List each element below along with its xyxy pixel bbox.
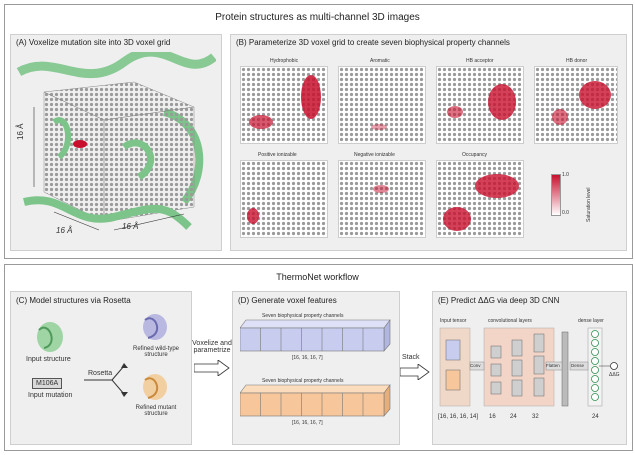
top-title: Protein structures as multi-channel 3D i… <box>215 12 420 23</box>
voxel-grid-illustration <box>16 52 216 231</box>
panel-b-label: (B) Parameterize 3D voxel grid to create… <box>236 38 510 47</box>
panel-e-label: (E) Predict ΔΔG via deep 3D CNN <box>438 296 560 305</box>
bottom-title: ThermoNet workflow <box>276 272 359 282</box>
colorbar-max: 1.0 <box>562 172 569 178</box>
input-structure-icon <box>37 322 63 352</box>
rosetta-label: Rosetta <box>88 370 113 377</box>
channel-label-hb-acceptor: HB acceptor <box>466 58 494 64</box>
dim-left-label: 16 Å <box>16 123 25 140</box>
top-shape-label: [16, 16, 16, 7] <box>292 355 323 361</box>
mutation-box: M106A <box>32 378 63 389</box>
panel-c-label: (C) Model structures via Rosetta <box>16 296 131 305</box>
stack-label: Stack <box>402 354 420 361</box>
refined-mut-icon <box>143 374 167 400</box>
voxelize-arrow <box>194 360 230 376</box>
channel-cube-positive-ionizable <box>240 160 328 238</box>
dim-bottom-label: 16 Å <box>56 226 73 235</box>
conv-op-label: Conv <box>470 363 481 368</box>
voxelize-label: Voxelize and parametrize <box>192 340 232 354</box>
panel-d-label: (D) Generate voxel features <box>238 296 337 305</box>
input-shape-label: [16, 16, 16, 14] <box>438 414 479 420</box>
dense-size: 24 <box>592 414 599 420</box>
channel-label-hydrophobic: Hydrophobic <box>270 58 299 64</box>
channel-cube-occupancy <box>436 160 524 238</box>
channel-cube-hb-donor <box>534 66 618 144</box>
bottom-channels-caption: Seven biophysical property channels <box>262 378 344 384</box>
channel-label-hb-donor: HB donor <box>566 58 588 64</box>
stack-arrow <box>400 364 430 380</box>
conv3-size: 32 <box>532 414 539 420</box>
refined-mut-label: Refined mutant structure <box>135 405 177 417</box>
wt-feature-stack <box>240 319 391 352</box>
bottom-shape-label: [16, 16, 16, 7] <box>292 420 323 426</box>
conv1-size: 16 <box>489 414 496 420</box>
channel-cube-aromatic <box>338 66 426 144</box>
dense-op-label: Dense <box>571 363 585 368</box>
cnn-diagram <box>439 327 618 407</box>
refined-wt-label: Refined wild-type structure <box>132 346 180 358</box>
channel-label-aromatic: Aromatic <box>370 58 390 64</box>
channel-cube-hydrophobic <box>240 66 328 144</box>
colorbar-min: 0.0 <box>562 210 569 216</box>
mut-feature-stack <box>240 384 391 417</box>
colorbar <box>551 174 561 216</box>
panel-a-label: (A) Voxelize mutation site into 3D voxel… <box>16 38 171 47</box>
rosetta-arrow <box>84 363 128 397</box>
refined-wt-icon <box>143 314 167 340</box>
panel-d <box>232 291 400 445</box>
channel-cube-negative-ionizable <box>338 160 426 238</box>
channel-label-positive-ionizable: Positive ionizable <box>258 152 297 158</box>
dim-right-label: 16 Å <box>122 222 139 231</box>
top-channels-caption: Seven biophysical property channels <box>262 313 344 319</box>
flatten-op-label: Flatten <box>546 363 560 368</box>
dense-layer-label: dense layer <box>578 318 604 324</box>
channel-label-negative-ionizable: Negative ionizable <box>354 152 395 158</box>
conv2-size: 24 <box>510 414 517 420</box>
colorbar-title: Saturation level <box>586 187 592 222</box>
channel-cube-hb-acceptor <box>436 66 524 144</box>
input-tensor-label: Input tensor <box>440 318 467 324</box>
output-label: ΔΔG <box>609 372 620 378</box>
conv-layers-label: convolutional layers <box>488 318 532 324</box>
input-mutation-label: Input mutation <box>28 392 73 399</box>
input-structure-label: Input structure <box>26 356 71 363</box>
channel-label-occupancy: Occupancy <box>462 152 488 158</box>
